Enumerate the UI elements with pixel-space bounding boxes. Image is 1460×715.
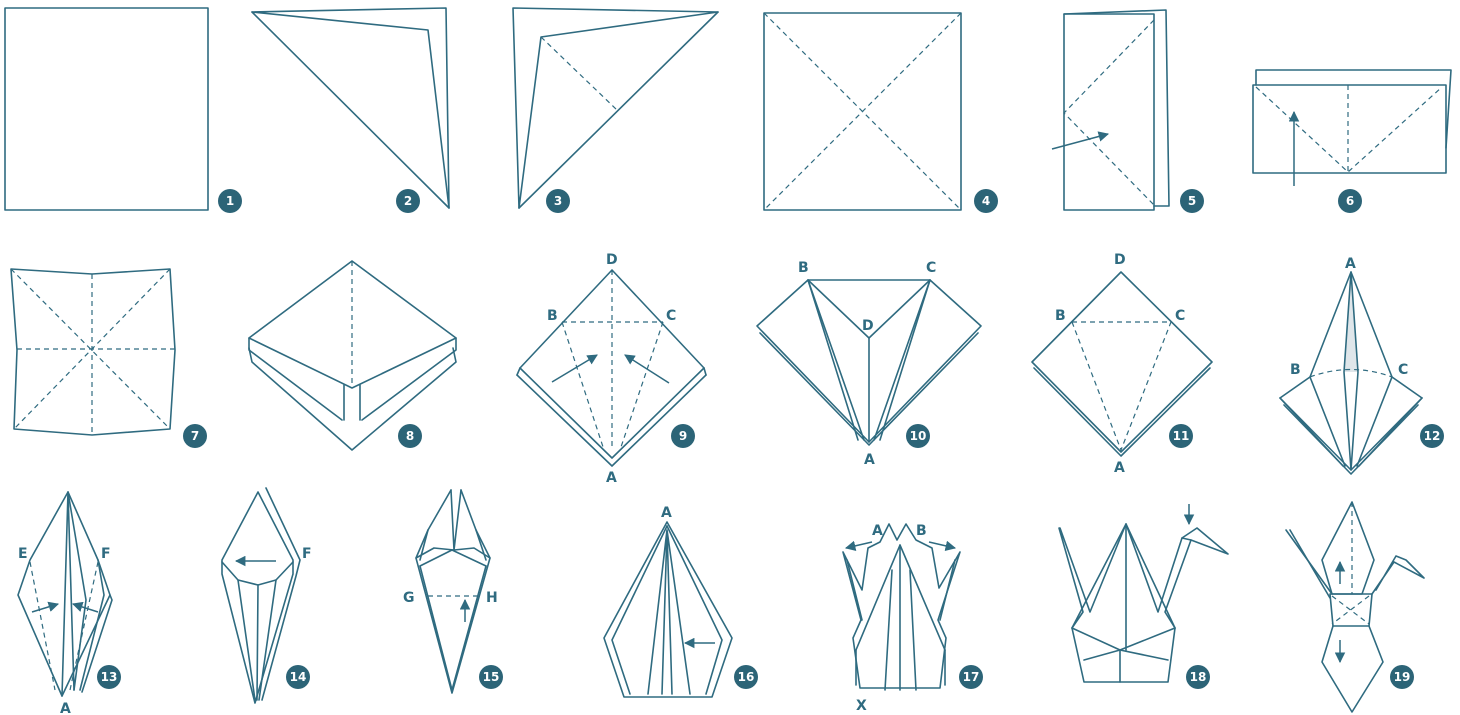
- step-9-figure: D B C A: [517, 252, 706, 486]
- step-6-figure: [1253, 70, 1451, 186]
- step-16-label-a: A: [661, 505, 672, 521]
- svg-text:9: 9: [679, 429, 687, 443]
- step-9-label-c: C: [666, 308, 676, 324]
- step-1-badge: 1: [218, 189, 242, 213]
- svg-text:6: 6: [1346, 194, 1354, 208]
- svg-text:10: 10: [910, 429, 927, 443]
- step-11-label-c: C: [1175, 308, 1185, 324]
- step-10-label-a: A: [864, 452, 875, 468]
- step-12-label-a: A: [1345, 256, 1356, 272]
- step-10-label-d: D: [862, 318, 874, 334]
- step-5-badge: 5: [1180, 189, 1204, 213]
- step-8-badge: 8: [398, 424, 422, 448]
- step-7-badge: 7: [183, 424, 207, 448]
- step-13-badge: 13: [97, 665, 121, 689]
- step-11-label-d: D: [1114, 252, 1126, 268]
- step-17-label-x: X: [856, 698, 867, 714]
- step-16-figure: A: [604, 505, 732, 697]
- svg-text:14: 14: [290, 670, 307, 684]
- step-4-figure: [764, 13, 961, 210]
- step-9-label-d: D: [606, 252, 618, 268]
- step-13-label-e: E: [18, 546, 28, 562]
- svg-text:17: 17: [963, 670, 980, 684]
- svg-text:15: 15: [483, 670, 500, 684]
- svg-text:3: 3: [554, 194, 562, 208]
- step-9-label-b: B: [547, 308, 558, 324]
- step-4-badge: 4: [974, 189, 998, 213]
- step-10-label-b: B: [798, 260, 809, 276]
- step-2-badge: 2: [396, 189, 420, 213]
- step-2-figure: [252, 8, 449, 208]
- svg-text:8: 8: [406, 429, 414, 443]
- step-3-badge: 3: [546, 189, 570, 213]
- step-3-figure: [513, 8, 718, 208]
- step-10-label-c: C: [926, 260, 936, 276]
- step-12-label-c: C: [1398, 362, 1408, 378]
- step-17-figure: A B X: [843, 523, 960, 714]
- step-6-badge: 6: [1338, 189, 1362, 213]
- step-10-figure: B C D A: [757, 260, 981, 468]
- step-10-badge: 10: [906, 424, 930, 448]
- step-18-badge: 18: [1186, 665, 1210, 689]
- step-15-label-g: G: [403, 590, 415, 606]
- step-1-figure: [5, 8, 208, 210]
- step-15-badge: 15: [479, 665, 503, 689]
- svg-text:19: 19: [1394, 670, 1411, 684]
- step-17-badge: 17: [959, 665, 983, 689]
- svg-text:12: 12: [1424, 429, 1441, 443]
- svg-text:2: 2: [404, 194, 412, 208]
- step-12-label-b: B: [1290, 362, 1301, 378]
- step-14-label-f: F: [302, 546, 312, 562]
- step-9-badge: 9: [671, 424, 695, 448]
- svg-text:11: 11: [1173, 429, 1190, 443]
- step-12-figure: A B C: [1280, 256, 1422, 474]
- svg-text:18: 18: [1190, 670, 1207, 684]
- step-13-label-a: A: [60, 701, 71, 715]
- step-17-label-a: A: [872, 523, 883, 539]
- svg-text:4: 4: [982, 194, 990, 208]
- svg-text:13: 13: [101, 670, 118, 684]
- svg-text:16: 16: [738, 670, 755, 684]
- step-11-label-a: A: [1114, 460, 1125, 476]
- step-17-label-b: B: [916, 523, 927, 539]
- svg-text:7: 7: [191, 429, 199, 443]
- step-13-label-f: F: [101, 546, 111, 562]
- step-12-badge: 12: [1420, 424, 1444, 448]
- step-14-badge: 14: [286, 665, 310, 689]
- step-18-figure: [1059, 504, 1228, 682]
- step-9-label-a: A: [606, 470, 617, 486]
- step-11-label-b: B: [1055, 308, 1066, 324]
- step-8-figure: [249, 261, 456, 450]
- step-16-badge: 16: [734, 665, 758, 689]
- step-11-badge: 11: [1169, 424, 1193, 448]
- step-5-figure: [1052, 10, 1169, 210]
- step-7-figure: [11, 269, 175, 435]
- step-15-label-h: H: [486, 590, 498, 606]
- svg-text:1: 1: [226, 194, 234, 208]
- step-15-figure: G H: [403, 490, 498, 693]
- step-number-badges: 1 2 3 4 5 6 7 8 9 10 11 12 13 14 15 16 1…: [97, 189, 1444, 689]
- svg-text:5: 5: [1188, 194, 1196, 208]
- step-19-badge: 19: [1390, 665, 1414, 689]
